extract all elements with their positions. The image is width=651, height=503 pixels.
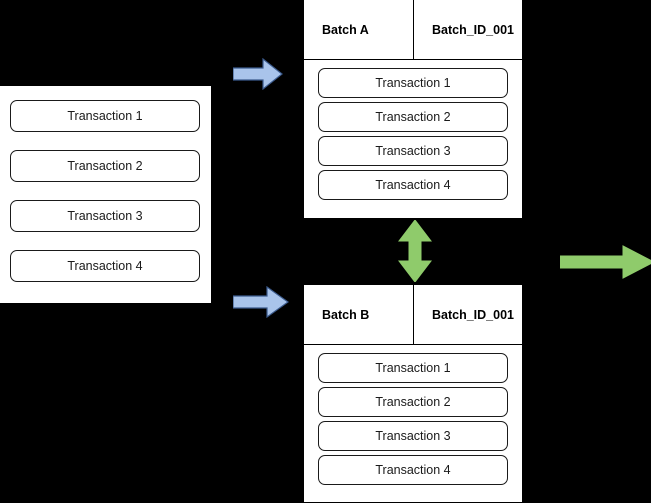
- batch-a-panel: Batch A Batch_ID_001 Transaction 1 Trans…: [303, 0, 523, 219]
- list-item[interactable]: Transaction 2: [318, 387, 508, 417]
- list-item[interactable]: Transaction 3: [318, 136, 508, 166]
- list-item[interactable]: Transaction 1: [318, 353, 508, 383]
- arrow-right-icon: [560, 244, 651, 280]
- source-transaction-list: Transaction 1 Transaction 2 Transaction …: [10, 100, 200, 282]
- list-item[interactable]: Transaction 2: [318, 102, 508, 132]
- arrow-up-down-icon: [398, 220, 432, 282]
- arrow-right-icon: [233, 58, 283, 90]
- list-item[interactable]: Transaction 4: [318, 170, 508, 200]
- batch-b-name: Batch B: [304, 285, 414, 344]
- list-item[interactable]: Transaction 4: [318, 455, 508, 485]
- arrow-right-icon: [233, 286, 289, 318]
- list-item[interactable]: Transaction 2: [10, 150, 200, 182]
- batch-a-header: Batch A Batch_ID_001: [304, 0, 522, 60]
- list-item[interactable]: Transaction 4: [10, 250, 200, 282]
- batch-a-id: Batch_ID_001: [432, 22, 514, 37]
- batch-b-id: Batch_ID_001: [432, 307, 514, 322]
- list-item[interactable]: Transaction 3: [10, 200, 200, 232]
- batch-b-header: Batch B Batch_ID_001: [304, 285, 522, 345]
- source-transactions-panel: Transaction 1 Transaction 2 Transaction …: [0, 85, 212, 304]
- batch-b-transaction-list: Transaction 1 Transaction 2 Transaction …: [304, 345, 522, 495]
- list-item[interactable]: Transaction 1: [10, 100, 200, 132]
- list-item[interactable]: Transaction 1: [318, 68, 508, 98]
- batch-a-name: Batch A: [304, 0, 414, 59]
- batch-b-panel: Batch B Batch_ID_001 Transaction 1 Trans…: [303, 284, 523, 503]
- batch-a-transaction-list: Transaction 1 Transaction 2 Transaction …: [304, 60, 522, 210]
- list-item[interactable]: Transaction 3: [318, 421, 508, 451]
